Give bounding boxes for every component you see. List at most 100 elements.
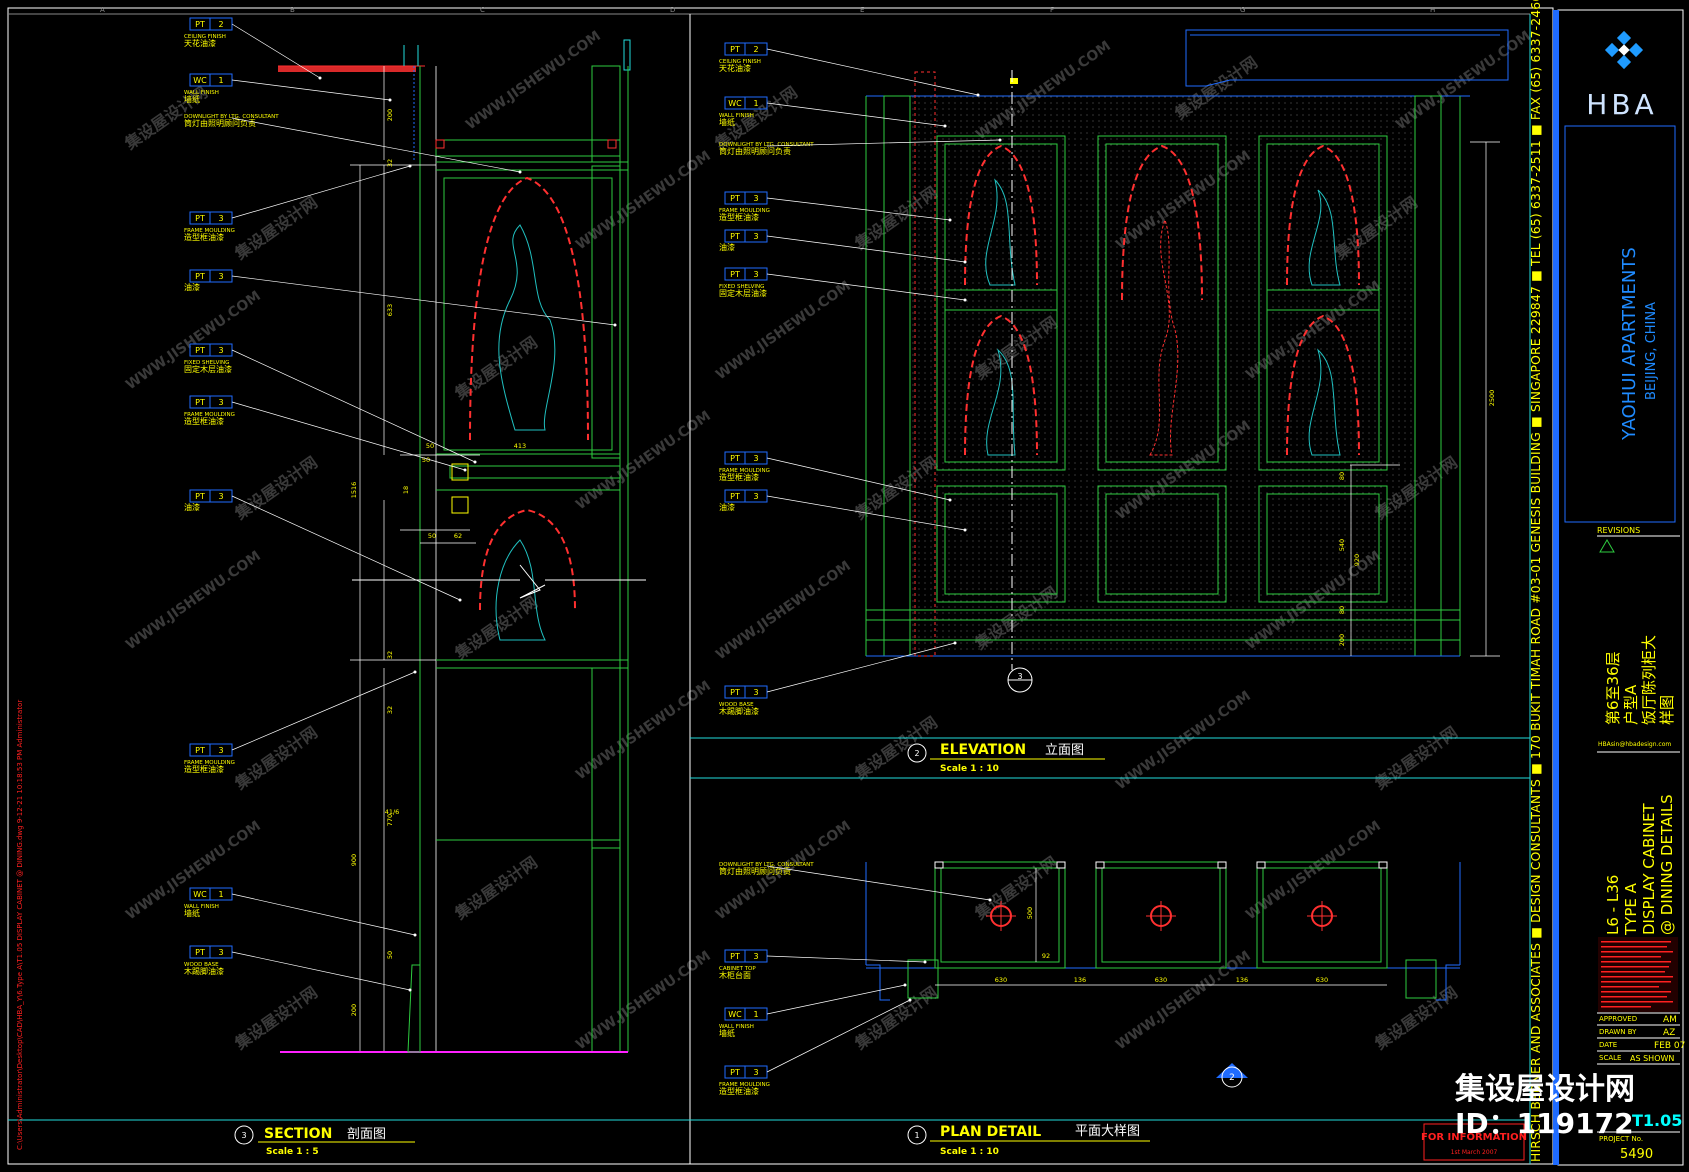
svg-text:FRAME MOULDING: FRAME MOULDING [184,760,235,766]
dimension-label: 32 [386,706,394,714]
watermark-text: WWW.JISHEWU.COM [573,408,714,513]
watermark-text: 集设屋设计网 [231,983,321,1054]
svg-text:1: 1 [753,1010,758,1019]
dimension-label: 630 [1155,976,1167,984]
firm-name: HBA [1586,88,1657,121]
title-english: L6 - L36TYPE ADISPLAY CABINET@ DINING DE… [1604,794,1676,936]
watermark-text: WWW.JISHEWU.COM [1113,688,1254,793]
title-chinese: 第6至36层户型A饭厅陈列柜大样图 [1604,635,1676,725]
svg-text:2: 2 [914,749,919,758]
svg-text:木踢脚油漆: 木踢脚油漆 [184,966,224,976]
svg-text:3: 3 [218,948,223,957]
dimension-label: 920 [1353,554,1361,566]
svg-text:PT: PT [730,688,740,697]
scale-value: AS SHOWN [1630,1054,1674,1063]
dimension-label: 80 [1338,606,1346,614]
svg-text:ELEVATION: ELEVATION [940,742,1026,758]
watermark-id: ID：119172 [1455,1107,1634,1140]
svg-text:2: 2 [753,45,758,54]
dimension-label: 50 [428,532,436,540]
section-dimensions: 2003263315164135050186250323277041/69005… [350,109,526,1016]
svg-text:WC: WC [728,99,742,108]
watermark-text: WWW.JISHEWU.COM [713,558,854,663]
svg-text:3: 3 [218,746,223,755]
dimension-label: 92 [1042,952,1050,960]
dimension-label: 900 [350,854,358,866]
dimension-label: 633 [386,304,394,316]
svg-text:固定木层油漆: 固定木层油漆 [719,288,767,298]
dimension-label: 630 [1316,976,1328,984]
svg-text:PT: PT [195,398,205,407]
contact-email: HBAsin@hbadesign.com [1598,741,1671,748]
watermark-text: WWW.JISHEWU.COM [463,28,604,133]
approved-value: AM [1663,1015,1677,1025]
date-label: DATE [1599,1041,1617,1049]
svg-text:WC: WC [193,890,207,899]
watermark-text: WWW.JISHEWU.COM [573,678,714,783]
dimension-label: 540 [1338,539,1346,551]
project-name: YAOHUI APARTMENTS [1619,247,1640,441]
svg-text:1st March 2007: 1st March 2007 [1451,1149,1498,1156]
dimension-label: 50 [422,456,430,464]
view-title-elevation: 2 ELEVATION 立面图 Scale 1 : 10 [907,742,1105,774]
grid-letter: H [1430,6,1435,14]
svg-text:3: 3 [753,952,758,961]
svg-text:墙纸: 墙纸 [184,908,200,918]
svg-text:PT: PT [730,45,740,54]
svg-text:CEILING FINISH: CEILING FINISH [719,59,761,65]
svg-text:固定木层油漆: 固定木层油漆 [184,364,232,374]
svg-text:木踢脚油漆: 木踢脚油漆 [719,706,759,716]
svg-text:FOR INFORMATION: FOR INFORMATION [1421,1132,1527,1143]
date-value: FEB 07 [1654,1041,1685,1051]
approved-label: APPROVED [1599,1015,1637,1023]
svg-text:PT: PT [730,232,740,241]
svg-text:Scale 1 : 10: Scale 1 : 10 [940,1147,999,1157]
dimension-label: 2500 [1488,390,1496,407]
svg-text:SECTION: SECTION [264,1126,332,1142]
title-block: HBA YAOHUI APARTMENTS BEIJING, CHINA REV… [1553,9,1685,1166]
watermark-text: WWW.JISHEWU.COM [573,148,714,253]
revision-triangle-icon [1599,539,1615,553]
svg-text:CEILING FINISH: CEILING FINISH [184,34,226,40]
revisions-label: REVISIONS [1597,526,1640,535]
hba-logo-icon [1604,30,1644,70]
svg-text:1: 1 [753,99,758,108]
section-cut-marker: 3 [1007,667,1033,693]
svg-text:筒灯由照明顾问负责: 筒灯由照明顾问负责 [719,146,791,156]
svg-text:立面图: 立面图 [1045,743,1084,758]
svg-text:筒灯由照明顾问负责: 筒灯由照明顾问负责 [184,118,256,128]
dimension-label: 200 [350,1004,358,1016]
dimension-label: 136 [1074,976,1086,984]
watermark-text: WWW.JISHEWU.COM [123,288,264,393]
grid-letter: B [290,6,295,14]
north-marker-icon: 2 [1216,1063,1248,1088]
svg-text:3: 3 [753,454,758,463]
watermark-text: 集设屋设计网 [231,723,321,794]
watermark-text: WWW.JISHEWU.COM [1113,948,1254,1053]
dimension-label: 200 [386,109,394,121]
svg-text:3: 3 [218,346,223,355]
dimension-label: 770 [386,814,394,826]
svg-text:油漆: 油漆 [719,242,735,252]
svg-text:3: 3 [753,492,758,501]
dimension-label: 18 [402,486,410,494]
svg-text:PT: PT [195,948,205,957]
dimension-label: 62 [454,532,462,540]
